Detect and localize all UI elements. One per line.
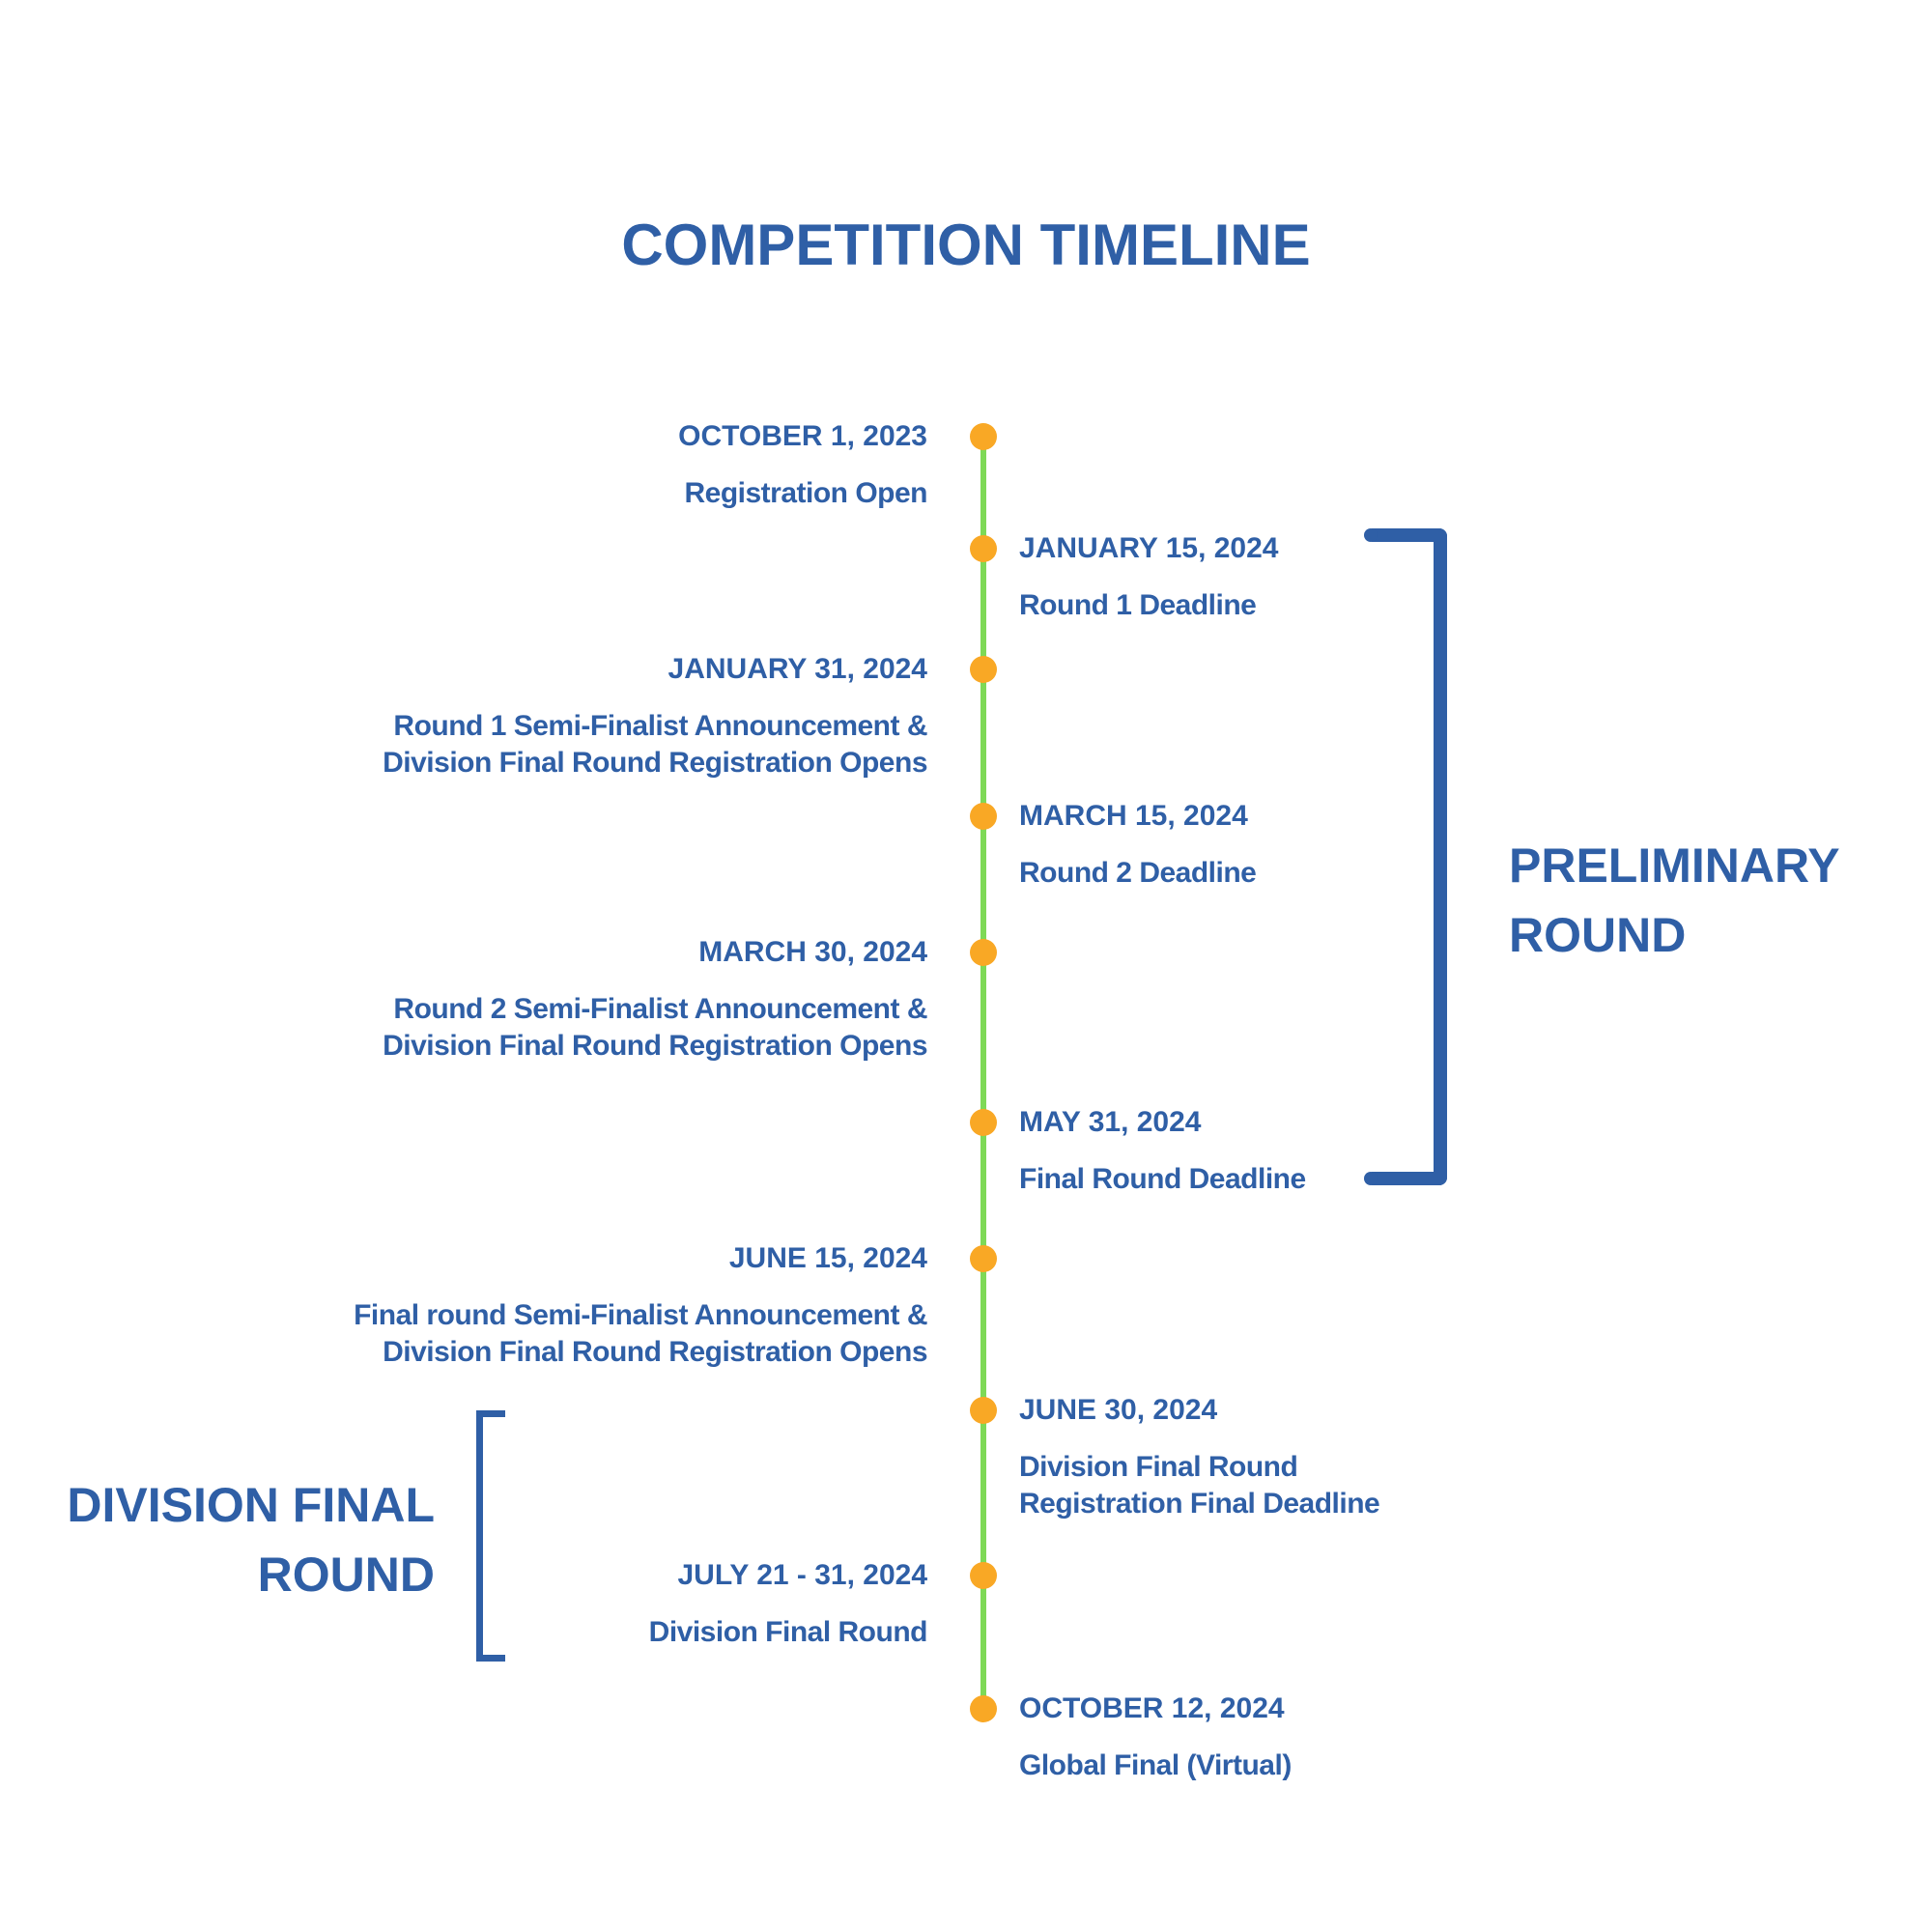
milestone-dot bbox=[970, 535, 997, 562]
milestone-description: Round 2 Deadline bbox=[1019, 857, 1257, 889]
milestone-dot bbox=[970, 1245, 997, 1272]
milestone-description: Registration Open bbox=[684, 477, 927, 509]
preliminary-round-label: PRELIMINARY ROUND bbox=[1509, 838, 1840, 962]
milestone-description: Final Round Deadline bbox=[1019, 1163, 1306, 1195]
milestone-date: MARCH 15, 2024 bbox=[1019, 800, 1248, 832]
milestone-date: OCTOBER 12, 2024 bbox=[1019, 1692, 1285, 1724]
milestone-dot bbox=[970, 1695, 997, 1722]
milestone-description: Final round Semi-Finalist Announcement &… bbox=[354, 1299, 927, 1368]
milestone-date: JULY 21 - 31, 2024 bbox=[677, 1559, 927, 1591]
milestone-description: Division Final Round Registration Final … bbox=[1019, 1451, 1380, 1520]
milestone-date: JUNE 15, 2024 bbox=[728, 1242, 927, 1274]
milestone-description: Division Final Round bbox=[648, 1616, 928, 1648]
milestone-date: JUNE 30, 2024 bbox=[1019, 1394, 1218, 1426]
milestone-description: Round 2 Semi-Finalist Announcement & Div… bbox=[383, 993, 927, 1062]
milestone-dot bbox=[970, 939, 997, 966]
milestone-dot bbox=[970, 803, 997, 830]
milestone-description: Global Final (Virtual) bbox=[1019, 1749, 1292, 1781]
milestone-dot bbox=[970, 1562, 997, 1589]
milestone-dot bbox=[970, 656, 997, 683]
milestone-date: JANUARY 15, 2024 bbox=[1019, 532, 1279, 564]
division-final-round-bracket bbox=[476, 1410, 505, 1662]
milestone-description: Round 1 Deadline bbox=[1019, 589, 1257, 621]
milestone-date: MARCH 30, 2024 bbox=[698, 936, 927, 968]
milestone-dot bbox=[970, 1397, 997, 1424]
page-title: COMPETITION TIMELINE bbox=[621, 213, 1311, 277]
milestone-dot bbox=[970, 1109, 997, 1136]
timeline-line bbox=[980, 437, 986, 1712]
milestone-dot bbox=[970, 423, 997, 450]
milestone-description: Round 1 Semi-Finalist Announcement & Div… bbox=[383, 710, 927, 779]
division-final-round-label: DIVISION FINAL ROUND bbox=[67, 1478, 435, 1602]
milestone-date: JANUARY 31, 2024 bbox=[668, 653, 927, 685]
milestone-date: OCTOBER 1, 2023 bbox=[678, 420, 927, 452]
preliminary-round-bracket bbox=[1364, 528, 1447, 1185]
milestone-date: MAY 31, 2024 bbox=[1019, 1106, 1202, 1138]
